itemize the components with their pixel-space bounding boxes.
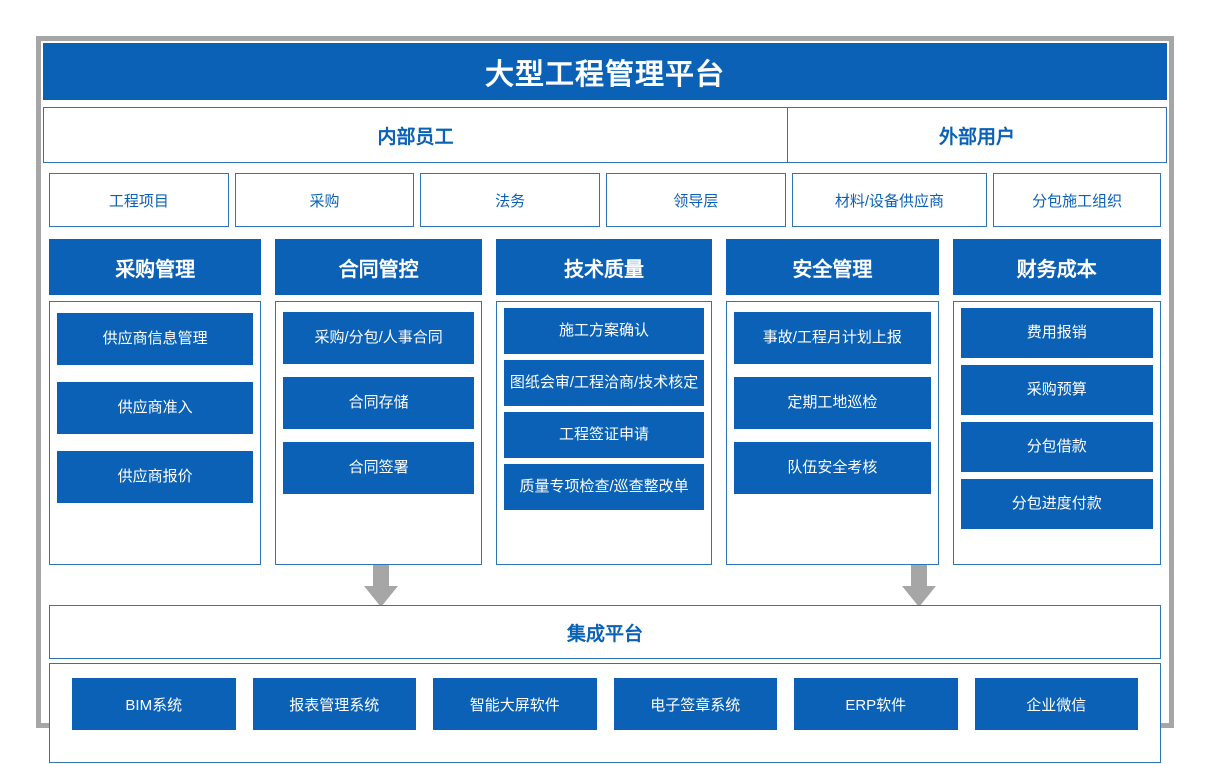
module-column-header-3[interactable]: 技术质量 — [495, 239, 713, 295]
role-chip-3[interactable]: 法务 — [420, 173, 601, 227]
module-item[interactable]: 采购/分包/人事合同 — [283, 312, 474, 364]
arrow-shaft — [373, 565, 389, 587]
flow-arrow-safety-icon — [902, 565, 936, 607]
module-item[interactable]: 事故/工程月计划上报 — [734, 312, 931, 364]
module-column-body-1: 供应商信息管理供应商准入供应商报价 — [49, 301, 262, 565]
module-item[interactable]: 采购预算 — [960, 365, 1154, 415]
module-item[interactable]: 定期工地巡检 — [734, 377, 931, 429]
system-chip-4[interactable]: 电子签章系统 — [613, 678, 777, 730]
role-chip-6[interactable]: 分包施工组织 — [993, 173, 1161, 227]
module-item[interactable]: 费用报销 — [960, 308, 1154, 358]
module-column-header-5[interactable]: 财务成本 — [952, 239, 1162, 295]
system-chip-5[interactable]: ERP软件 — [794, 678, 958, 730]
system-chip-6[interactable]: 企业微信 — [974, 678, 1138, 730]
module-item[interactable]: 供应商报价 — [57, 451, 254, 503]
flow-arrow-contract-icon — [364, 565, 398, 607]
module-item[interactable]: 供应商准入 — [57, 382, 254, 434]
module-column-body-5: 费用报销采购预算分包借款分包进度付款 — [952, 301, 1162, 565]
role-row: 工程项目采购法务领导层材料/设备供应商分包施工组织 — [49, 173, 1161, 227]
module-item[interactable]: 工程签证申请 — [503, 412, 705, 458]
module-column-4: 安全管理事故/工程月计划上报定期工地巡检队伍安全考核 — [726, 239, 939, 565]
role-chip-1[interactable]: 工程项目 — [49, 173, 229, 227]
module-item[interactable]: 合同存储 — [283, 377, 474, 429]
page-title: 大型工程管理平台 — [43, 43, 1167, 100]
module-item[interactable]: 质量专项检查/巡查整改单 — [503, 464, 705, 510]
audience-row: 内部员工 外部用户 — [43, 107, 1167, 163]
module-column-5: 财务成本费用报销采购预算分包借款分包进度付款 — [952, 239, 1162, 565]
integration-platform-label: 集成平台 — [49, 605, 1161, 659]
diagram-canvas: 大型工程管理平台 内部员工 外部用户 工程项目采购法务领导层材料/设备供应商分包… — [41, 41, 1169, 763]
systems-panel: BIM系统报表管理系统智能大屏软件电子签章系统 ERP软件企业微信 — [49, 663, 1161, 763]
system-chip-1[interactable]: BIM系统 — [72, 678, 236, 730]
module-item[interactable]: 合同签署 — [283, 442, 474, 494]
role-chip-4[interactable]: 领导层 — [606, 173, 786, 227]
module-column-body-3: 施工方案确认图纸会审/工程洽商/技术核定工程签证申请质量专项检查/巡查整改单 — [495, 301, 713, 565]
module-column-2: 合同管控采购/分包/人事合同合同存储合同签署 — [275, 239, 482, 565]
audience-external-label: 外部用户 — [938, 126, 1015, 148]
module-column-header-1[interactable]: 采购管理 — [49, 239, 262, 295]
module-item[interactable]: 施工方案确认 — [503, 308, 705, 354]
module-item[interactable]: 图纸会审/工程洽商/技术核定 — [503, 360, 705, 406]
system-chip-2[interactable]: 报表管理系统 — [252, 678, 416, 730]
module-columns: 采购管理供应商信息管理供应商准入供应商报价合同管控采购/分包/人事合同合同存储合… — [49, 239, 1162, 565]
module-column-body-2: 采购/分包/人事合同合同存储合同签署 — [275, 301, 482, 565]
arrow-head — [364, 586, 398, 607]
system-chip-3[interactable]: 智能大屏软件 — [433, 678, 597, 730]
module-item[interactable]: 分包借款 — [960, 422, 1154, 472]
role-chip-2[interactable]: 采购 — [234, 173, 415, 227]
module-item[interactable]: 队伍安全考核 — [734, 442, 931, 494]
module-column-header-2[interactable]: 合同管控 — [275, 239, 482, 295]
module-column-body-4: 事故/工程月计划上报定期工地巡检队伍安全考核 — [726, 301, 939, 565]
role-chip-5[interactable]: 材料/设备供应商 — [791, 173, 988, 227]
arrow-shaft — [911, 565, 927, 587]
module-column-header-4[interactable]: 安全管理 — [726, 239, 939, 295]
audience-internal-label: 内部员工 — [44, 108, 788, 162]
module-item[interactable]: 分包进度付款 — [960, 479, 1154, 529]
module-item[interactable]: 供应商信息管理 — [57, 313, 254, 365]
diagram-frame: 大型工程管理平台 内部员工 外部用户 工程项目采购法务领导层材料/设备供应商分包… — [36, 36, 1174, 763]
module-column-1: 采购管理供应商信息管理供应商准入供应商报价 — [49, 239, 262, 565]
systems-row: BIM系统报表管理系统智能大屏软件电子签章系统 ERP软件企业微信 — [72, 678, 1138, 730]
module-column-3: 技术质量施工方案确认图纸会审/工程洽商/技术核定工程签证申请质量专项检查/巡查整… — [495, 239, 713, 565]
arrow-head — [902, 586, 936, 607]
